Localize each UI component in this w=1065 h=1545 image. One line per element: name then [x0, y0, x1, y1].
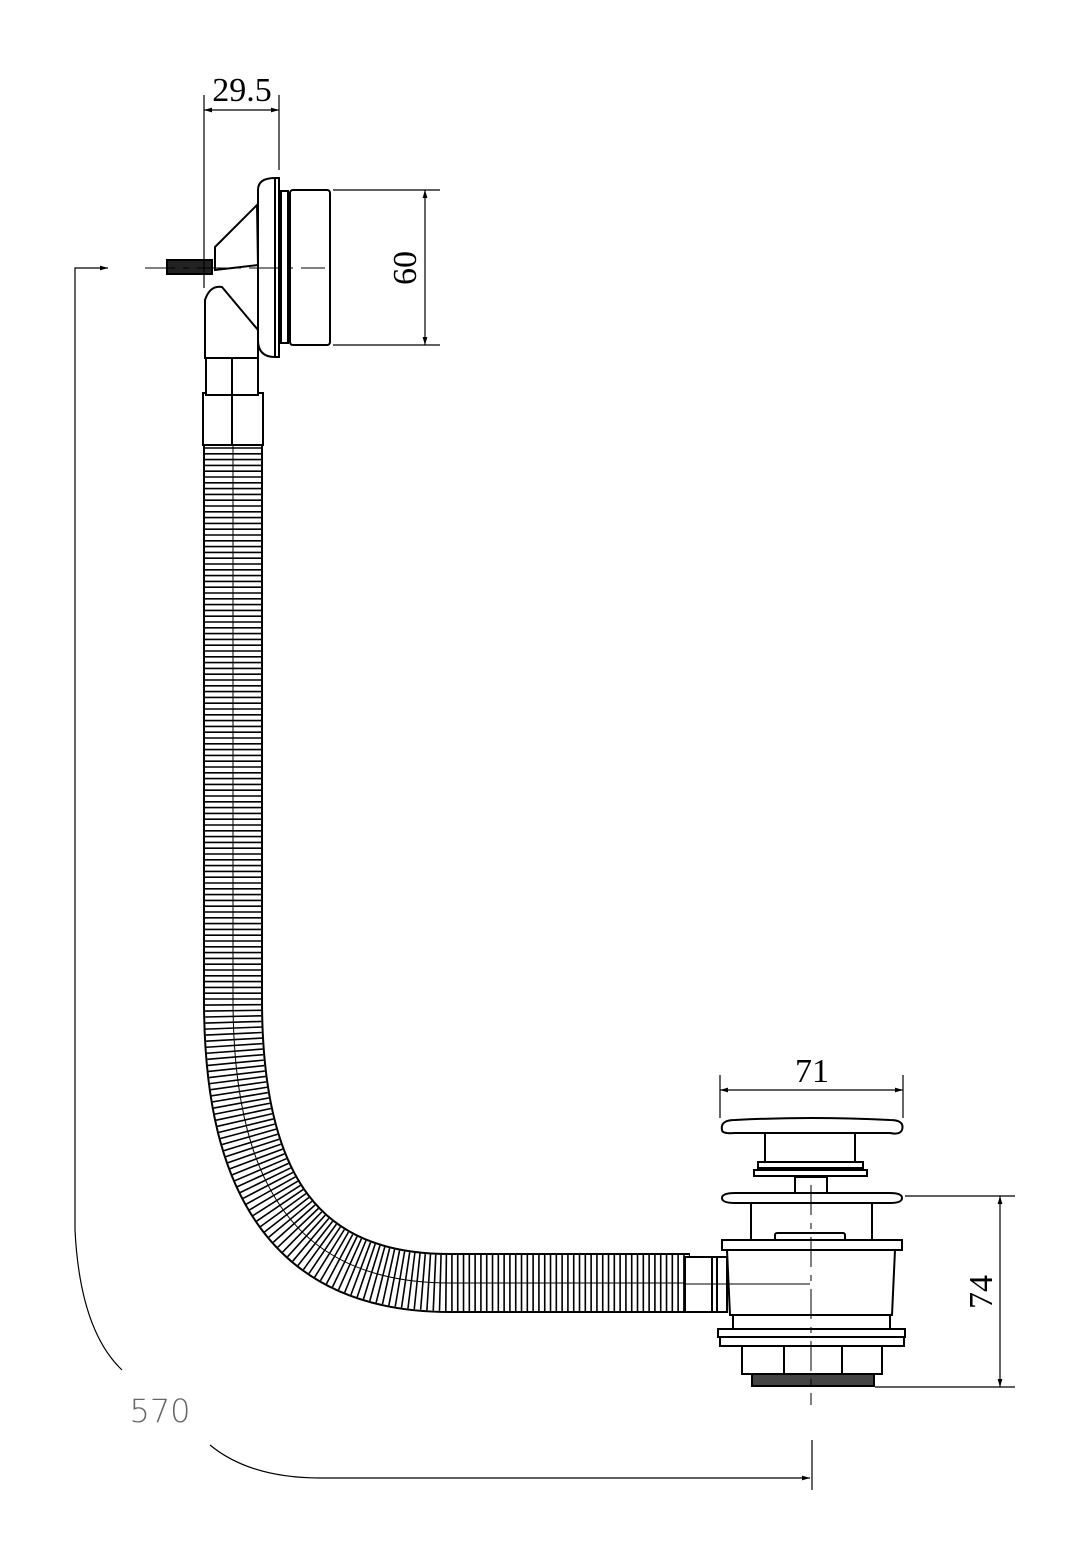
- waste-assembly: [684, 1117, 906, 1387]
- dim-label-29-5: 29.5: [212, 72, 272, 109]
- dim-label-71: 71: [795, 1053, 829, 1090]
- dim-label-60: 60: [387, 251, 424, 285]
- overflow-assembly: [166, 177, 331, 446]
- flexible-hose: [203, 395, 690, 1313]
- dim-label-74: 74: [963, 1275, 1000, 1309]
- dim-label-570: 570: [129, 1392, 190, 1430]
- waste-centerlines: [685, 1185, 812, 1405]
- dimension-lines: [74, 95, 1015, 1490]
